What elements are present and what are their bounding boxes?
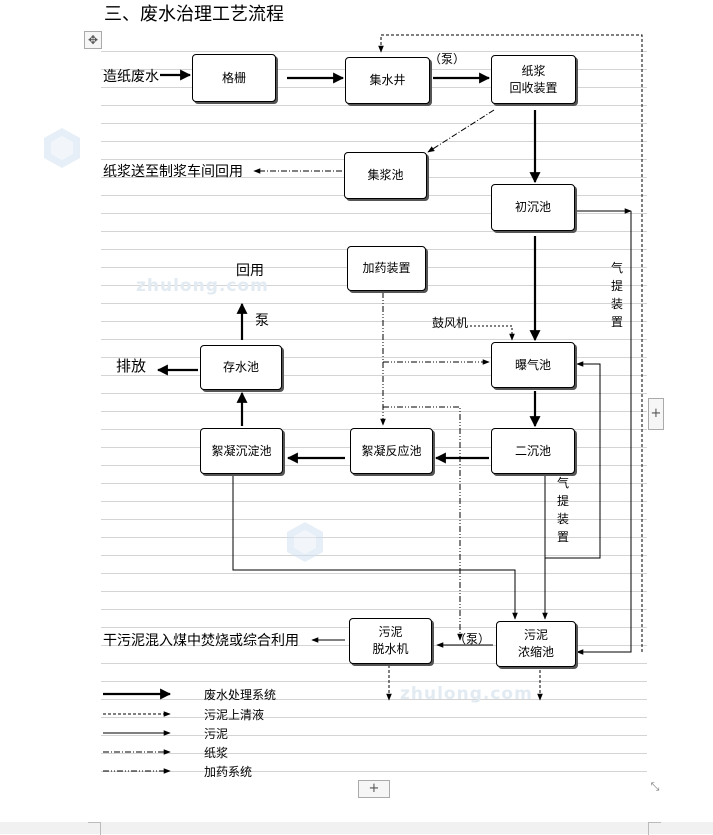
table-resize-handle-icon[interactable]: ⤡ <box>650 780 660 793</box>
watermark-text: zhulong.com <box>136 276 269 296</box>
box-sump: 集水井 <box>345 57 430 104</box>
watermark-text: zhulong.com <box>400 684 533 704</box>
margin-marker <box>88 822 101 835</box>
label-air-lift: 气提装置 <box>556 476 569 544</box>
blower-air-line <box>470 325 515 341</box>
dosing-line <box>383 406 463 641</box>
sludge-line <box>232 473 518 620</box>
legend-label: 加药系统 <box>204 765 253 779</box>
return-line-supernatant <box>378 34 643 652</box>
page-bottom-edge <box>0 822 713 834</box>
label-pump: 泵 <box>255 313 269 329</box>
add-column-button[interactable]: + <box>648 398 664 430</box>
table-move-handle-icon[interactable]: ✥ <box>84 31 102 49</box>
label-pump: （泵） <box>429 52 466 66</box>
snowflake-watermark-icon <box>287 522 323 562</box>
box-sludge-thickener: 污泥 浓缩池 <box>496 621 576 667</box>
label-inflow: 造纸废水 <box>103 69 159 85</box>
box-dosing-unit: 加药装置 <box>347 246 426 291</box>
pulp-line <box>427 109 495 153</box>
section-heading: 三、废水治理工艺流程 <box>104 4 284 25</box>
legend-label: 纸浆 <box>204 746 229 760</box>
sludge-line <box>576 211 632 655</box>
label-reuse: 回用 <box>236 263 264 279</box>
box-flocculation-settler: 絮凝沉淀池 <box>200 428 283 474</box>
label-blower: 鼓风机 <box>432 316 469 330</box>
box-secondary-settler: 二沉池 <box>491 428 575 474</box>
snowflake-watermark-icon <box>44 128 80 168</box>
box-pulp-tank: 集浆池 <box>344 152 427 199</box>
label-pump: （泵） <box>454 632 491 646</box>
label-air-lift: 气提装置 <box>610 261 623 329</box>
box-aeration-tank: 曝气池 <box>491 342 575 388</box>
box-sludge-dewater: 污泥 脱水机 <box>349 618 432 664</box>
box-primary-settler: 初沉池 <box>491 184 575 231</box>
box-pulp-recovery: 纸浆 回收装置 <box>491 55 576 104</box>
box-flocculation-reactor: 絮凝反应池 <box>350 428 433 474</box>
margin-marker <box>648 822 661 835</box>
box-grille: 格栅 <box>192 54 276 102</box>
label-discharge: 排放 <box>116 357 147 375</box>
label-sludge-output: 干污泥混入煤中焚烧或综合利用 <box>103 633 299 649</box>
legend-label: 污泥上清液 <box>204 708 265 722</box>
legend-label: 废水处理系统 <box>204 688 277 702</box>
legend-label: 污泥 <box>204 727 229 741</box>
add-row-button[interactable]: + <box>358 780 390 798</box>
sludge-line <box>545 361 601 559</box>
label-pulp-output: 纸浆送至制浆车间回用 <box>103 164 243 180</box>
box-storage-tank: 存水池 <box>200 345 282 390</box>
